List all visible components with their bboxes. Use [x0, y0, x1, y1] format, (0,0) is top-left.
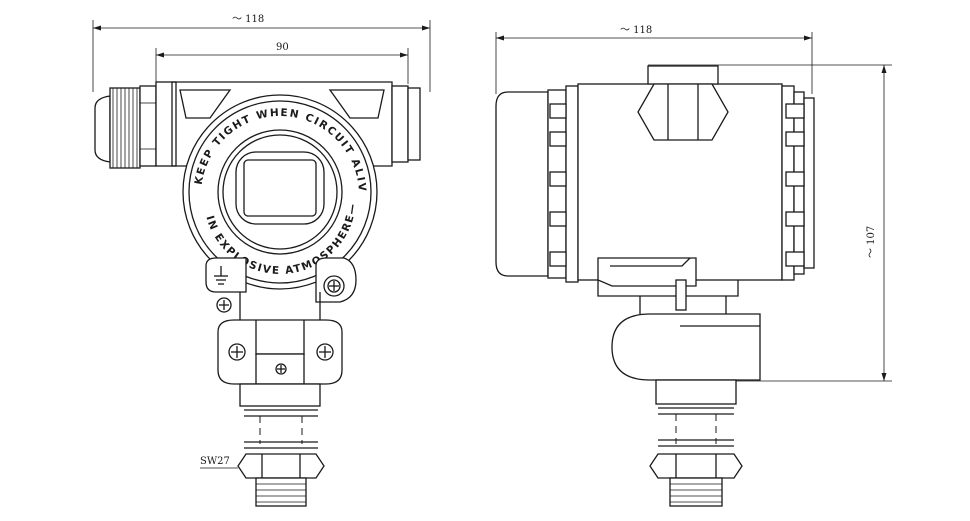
- ground-icon: [214, 266, 228, 285]
- front-dim-118-label: ～ 118: [232, 14, 264, 25]
- front-dim-90: 90: [155, 42, 409, 84]
- front-process-connection: SW27: [200, 409, 325, 507]
- hex-nut-front: [237, 453, 325, 479]
- wrench-size-label: SW27: [200, 456, 230, 467]
- side-view: ～ 118 ～ 107: [495, 25, 892, 507]
- front-dim-118: ～ 118: [92, 14, 431, 92]
- side-dim-118-label: ～ 118: [620, 25, 652, 36]
- housing-body: [171, 81, 421, 167]
- side-dim-107-label: ～ 107: [866, 226, 877, 258]
- front-cover: KEEP TIGHT WHEN CIRCUIT ALIVE—IN EXPLOSI…: [0, 0, 378, 290]
- cable-gland: [94, 81, 177, 169]
- rear-cover: [495, 85, 579, 283]
- side-process-connection: [649, 407, 743, 507]
- front-dim-90-label: 90: [276, 42, 289, 53]
- hex-nut-side: [649, 453, 743, 479]
- side-dim-107: ～ 107: [648, 64, 892, 382]
- front-view: ～ 118 90: [0, 0, 431, 507]
- side-lower: [597, 257, 761, 405]
- side-front-cover: [781, 85, 815, 281]
- display-window: [235, 151, 325, 225]
- front-neck: [217, 292, 343, 407]
- ground-terminal: [205, 257, 357, 313]
- sensor-module: [611, 313, 761, 381]
- side-dim-118: ～ 118: [495, 25, 813, 94]
- side-housing: [577, 65, 783, 281]
- hex-plug: [637, 83, 729, 141]
